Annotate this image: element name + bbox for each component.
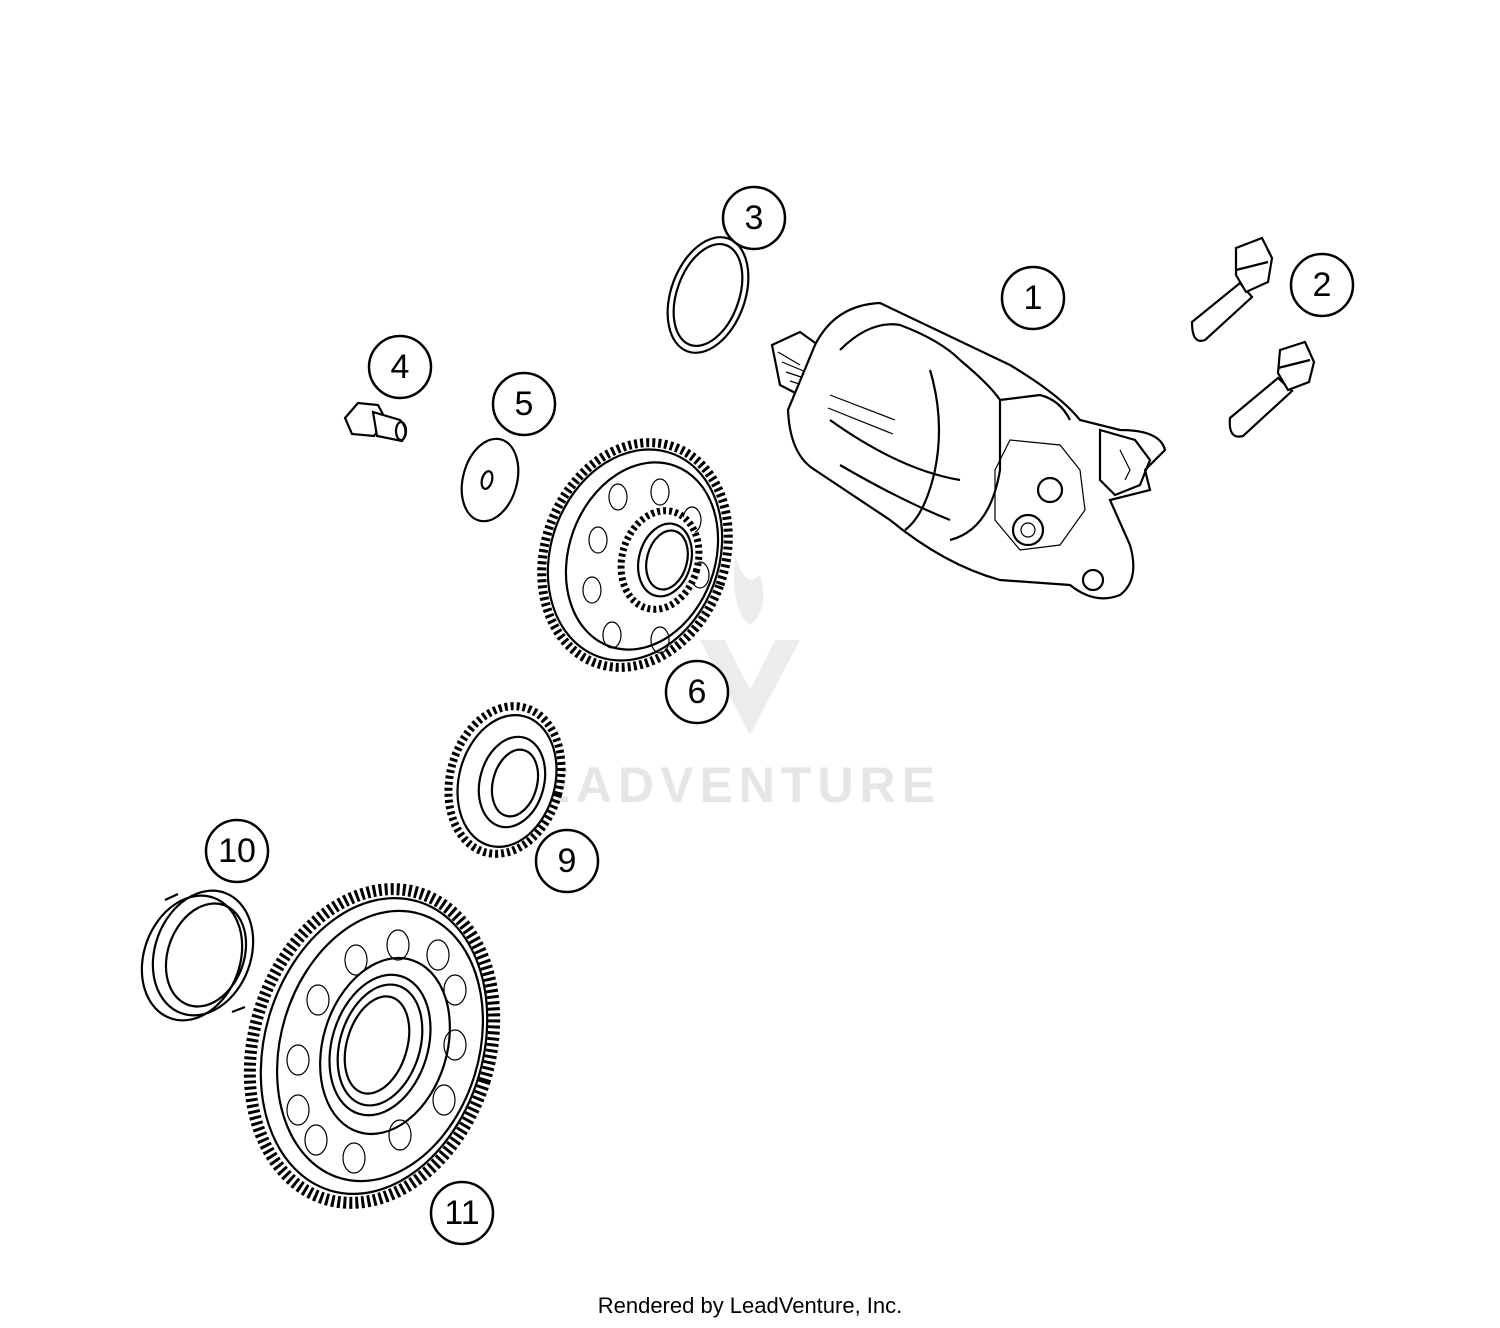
callout-4[interactable]: 4 — [367, 334, 433, 400]
callout-10[interactable]: 10 — [204, 818, 270, 884]
small-bolt[interactable] — [343, 401, 408, 443]
small-gear[interactable] — [432, 693, 577, 866]
callout-label: 4 — [391, 348, 410, 386]
bolt-lower — [1228, 340, 1316, 438]
large-gear[interactable] — [212, 858, 531, 1233]
callout-3[interactable]: 3 — [721, 185, 787, 251]
bearing-race[interactable] — [125, 876, 270, 1034]
o-ring[interactable] — [653, 226, 764, 364]
bolt-upper — [1190, 236, 1274, 342]
callout-2[interactable]: 2 — [1289, 252, 1355, 318]
callout-label: 9 — [558, 842, 577, 880]
callout-label: 10 — [218, 832, 256, 870]
callout-label: 2 — [1313, 266, 1332, 304]
callout-label: 5 — [515, 385, 534, 423]
leadventure-watermark: LEADVENTURE — [500, 555, 941, 813]
watermark-text: LEADVENTURE — [500, 757, 941, 813]
idler-gear[interactable] — [511, 416, 759, 694]
bolts-pair[interactable] — [1190, 236, 1316, 438]
footer-credit: Rendered by LeadVenture, Inc. — [597, 1293, 903, 1318]
washer[interactable] — [453, 432, 527, 527]
callout-6[interactable]: 6 — [664, 659, 730, 725]
starter-motor[interactable] — [770, 301, 1167, 600]
callout-label: 3 — [745, 199, 764, 237]
callout-1[interactable]: 1 — [1000, 265, 1066, 331]
callout-label: 6 — [688, 673, 707, 711]
watermark-logo-mark — [700, 555, 800, 735]
callout-label: 11 — [444, 1194, 479, 1232]
callout-5[interactable]: 5 — [491, 371, 557, 437]
callout-11[interactable]: 11 — [429, 1180, 495, 1246]
callout-label: 1 — [1024, 279, 1043, 317]
callout-9[interactable]: 9 — [534, 828, 600, 894]
